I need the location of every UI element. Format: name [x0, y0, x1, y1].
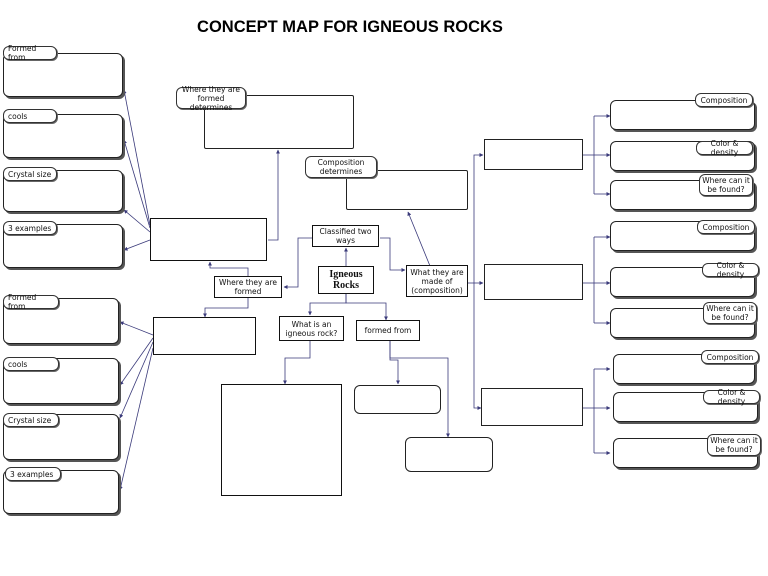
classified-two-ways-node: Classified two ways [312, 225, 379, 247]
right-group-1-box[interactable] [484, 139, 583, 170]
what-is-answer-box[interactable] [221, 384, 342, 496]
right-1-where-found-tab: Where can it be found? [699, 174, 753, 196]
left-top-answer-box-1[interactable] [3, 53, 123, 97]
where-formed-answer-box-top[interactable] [150, 218, 267, 261]
right-3-color-density-tab: Color & density [703, 388, 760, 406]
page-title: CONCEPT MAP FOR IGNEOUS ROCKS [197, 18, 503, 36]
right-2-color-density-tab: Color & density [702, 261, 759, 279]
right-3-composition-tab: Composition [701, 350, 759, 364]
left-bottom-tab-3-examples: 3 examples [5, 467, 61, 481]
left-bottom-tab-formed-from: Formed from [3, 293, 59, 311]
where-formed-answer-box-bottom[interactable] [153, 317, 256, 355]
right-group-3-box[interactable] [481, 388, 583, 426]
right-group-2-box[interactable] [484, 264, 583, 300]
right-2-composition-tab: Composition [697, 220, 755, 234]
where-they-are-formed-node: Where they are formed [214, 276, 282, 298]
left-top-answer-box-2[interactable] [3, 114, 123, 158]
left-bottom-tab-cools: cools [3, 357, 59, 371]
what-is-igneous-rock-node: What is an igneous rock? [279, 316, 344, 341]
left-top-tab-crystal-size: Crystal size [3, 167, 57, 181]
left-top-tab-formed-from: Formed from [3, 44, 57, 62]
igneous-rocks-center-node: Igneous Rocks [318, 266, 374, 294]
formed-from-answer-box-2[interactable] [405, 437, 493, 472]
formed-from-answer-box-1[interactable] [354, 385, 441, 414]
composition-determines-tab: Composition determines [305, 156, 377, 178]
what-they-are-made-of-node: What they are made of (composition) [406, 265, 468, 297]
right-1-composition-tab: Composition [695, 93, 753, 107]
where-determines-tab: Where they are formed determines [176, 85, 246, 112]
right-1-color-density-tab: Color & density [696, 139, 753, 157]
right-3-where-found-tab: Where can it be found? [707, 434, 761, 456]
left-bottom-tab-crystal-size: Crystal size [3, 413, 59, 427]
left-top-tab-cools: cools [3, 109, 57, 123]
right-2-where-found-tab: Where can it be found? [703, 302, 757, 324]
formed-from-node: formed from [356, 320, 420, 341]
left-top-tab-3-examples: 3 examples [3, 221, 57, 235]
